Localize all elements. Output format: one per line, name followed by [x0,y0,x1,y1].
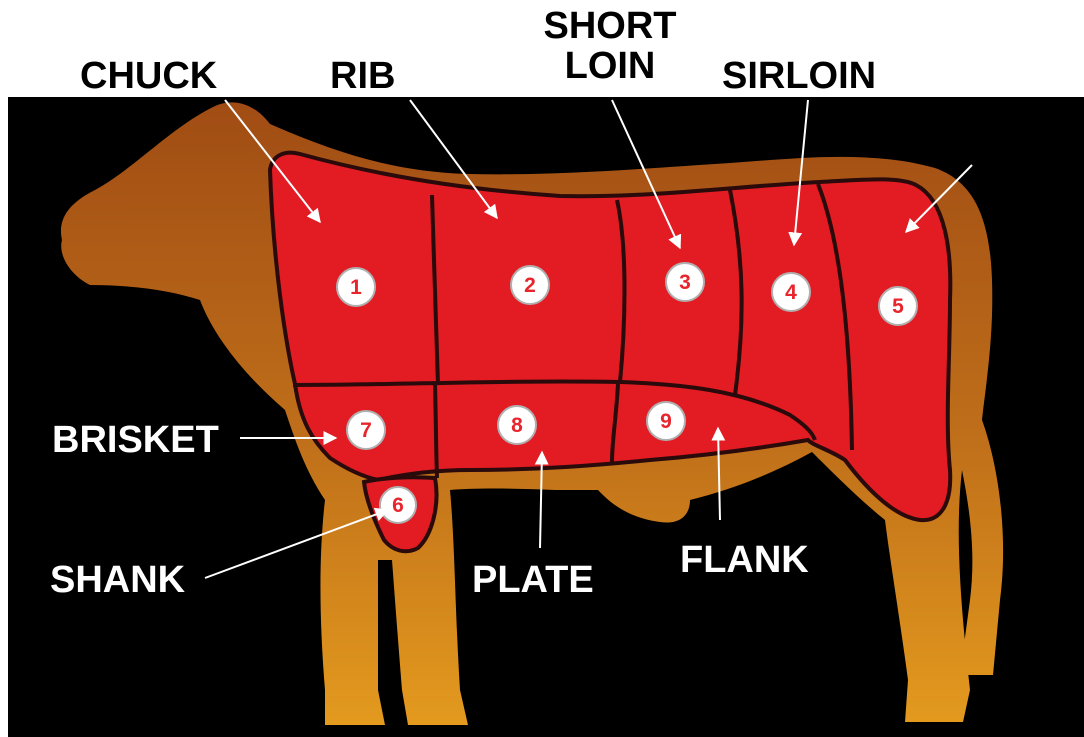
badge-3: 3 [666,263,704,301]
badge-7: 7 [347,411,385,449]
svg-text:8: 8 [511,414,523,437]
badge-9: 9 [647,402,685,440]
badge-5: 5 [879,287,917,325]
label-short-loin: SHORT LOIN [520,6,700,86]
label-chuck: CHUCK [80,56,217,96]
svg-text:9: 9 [660,410,672,433]
svg-text:2: 2 [524,274,536,297]
label-rib: RIB [330,56,395,96]
badge-8: 8 [498,406,536,444]
svg-text:7: 7 [360,419,372,442]
label-round: ROUND [931,117,1070,157]
label-sirloin: SIRLOIN [722,56,876,96]
badge-2: 2 [511,266,549,304]
label-brisket: BRISKET [52,420,219,460]
badge-4: 4 [772,273,810,311]
label-shank: SHANK [50,560,185,600]
svg-text:4: 4 [785,281,797,304]
svg-text:6: 6 [392,494,404,517]
label-short: SHORT [520,6,700,46]
label-loin: LOIN [520,46,700,86]
svg-text:3: 3 [679,271,691,294]
label-flank: FLANK [680,540,809,580]
badge-6: 6 [380,487,416,523]
svg-text:5: 5 [892,295,904,318]
svg-text:1: 1 [350,276,362,299]
badge-1: 1 [337,268,375,306]
label-plate: PLATE [472,560,594,600]
